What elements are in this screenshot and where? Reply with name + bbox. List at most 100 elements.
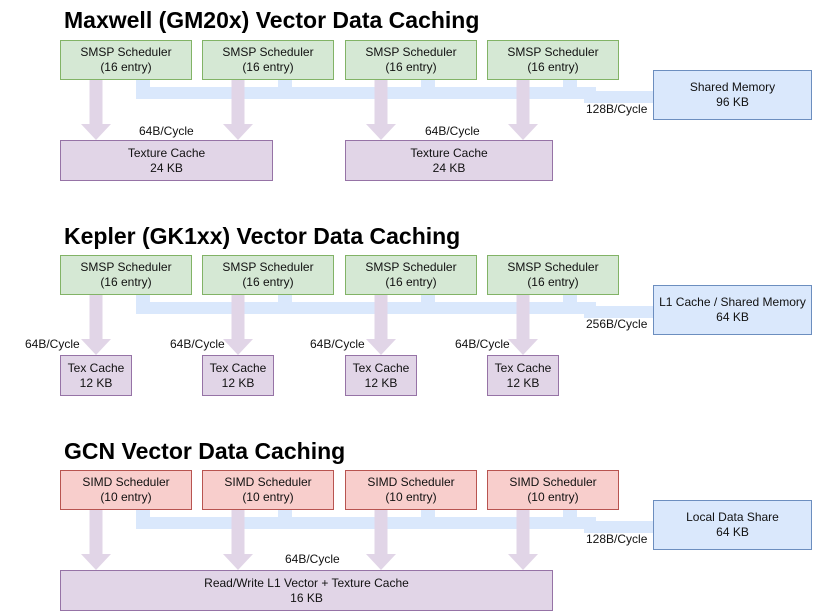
gcn-bus bbox=[136, 517, 588, 529]
scheduler-detail: (16 entry) bbox=[242, 60, 294, 74]
memory-label: L1 Cache / Shared Memory bbox=[659, 295, 806, 309]
gcn-l1-vector-texture-cache: Read/Write L1 Vector + Texture Cache 16 … bbox=[60, 570, 553, 611]
maxwell-bus-elbow bbox=[584, 87, 596, 103]
maxwell-cache-arrow-4 bbox=[508, 80, 538, 140]
scheduler-label: SMSP Scheduler bbox=[222, 45, 314, 59]
kepler-bus-elbow bbox=[584, 302, 596, 318]
memory-label: Local Data Share bbox=[686, 510, 779, 524]
kepler-cache-arrow-4 bbox=[508, 295, 538, 355]
cache-size: 24 KB bbox=[150, 160, 183, 175]
maxwell-scheduler-2: SMSP Scheduler (16 entry) bbox=[202, 40, 334, 80]
maxwell-scheduler-4: SMSP Scheduler (16 entry) bbox=[487, 40, 619, 80]
kepler-scheduler-3: SMSP Scheduler (16 entry) bbox=[345, 255, 477, 295]
scheduler-detail: (16 entry) bbox=[100, 275, 152, 289]
cache-size: 12 KB bbox=[221, 375, 255, 390]
gcn-cache-arrow-2 bbox=[223, 510, 253, 570]
memory-size: 96 KB bbox=[716, 95, 749, 109]
scheduler-detail: (16 entry) bbox=[527, 60, 579, 74]
gcn-local-data-share: Local Data Share 64 KB bbox=[653, 500, 812, 550]
cache-size: 24 KB bbox=[432, 160, 466, 175]
scheduler-detail: (10 entry) bbox=[242, 490, 294, 504]
maxwell-cache-arrow-3 bbox=[366, 80, 396, 140]
scheduler-label: SIMD Scheduler bbox=[82, 475, 170, 489]
maxwell-cache-bandwidth-2: 64B/Cycle bbox=[425, 124, 480, 138]
maxwell-memory-link bbox=[588, 91, 653, 103]
scheduler-label: SMSP Scheduler bbox=[507, 45, 599, 59]
kepler-cache-arrow-1 bbox=[81, 295, 111, 355]
scheduler-detail: (10 entry) bbox=[527, 490, 579, 504]
cache-label: Texture Cache bbox=[127, 145, 206, 160]
cache-size: 12 KB bbox=[506, 375, 540, 390]
maxwell-scheduler-1: SMSP Scheduler (16 entry) bbox=[60, 40, 192, 80]
scheduler-label: SMSP Scheduler bbox=[80, 45, 172, 59]
gcn-memory-bandwidth: 128B/Cycle bbox=[586, 532, 648, 546]
kepler-cache-arrow-3 bbox=[366, 295, 396, 355]
cache-label: Tex Cache bbox=[494, 360, 552, 375]
maxwell-cache-arrow-1 bbox=[81, 80, 111, 140]
kepler-memory-link bbox=[588, 306, 653, 318]
maxwell-title: Maxwell (GM20x) Vector Data Caching bbox=[64, 7, 480, 33]
gcn-scheduler-1: SIMD Scheduler (10 entry) bbox=[60, 470, 192, 510]
scheduler-label: SIMD Scheduler bbox=[367, 475, 455, 489]
kepler-memory-bandwidth: 256B/Cycle bbox=[586, 317, 648, 331]
kepler-cache-bandwidth-4: 64B/Cycle bbox=[455, 337, 510, 351]
scheduler-label: SMSP Scheduler bbox=[507, 260, 599, 274]
kepler-bus bbox=[136, 302, 588, 314]
scheduler-detail: (10 entry) bbox=[385, 490, 437, 504]
cache-label: Tex Cache bbox=[67, 360, 125, 375]
maxwell-texture-cache-2: Texture Cache 24 KB bbox=[345, 140, 553, 181]
scheduler-label: SMSP Scheduler bbox=[222, 260, 314, 274]
scheduler-detail: (16 entry) bbox=[527, 275, 579, 289]
cache-size: 16 KB bbox=[290, 590, 323, 605]
kepler-scheduler-1: SMSP Scheduler (16 entry) bbox=[60, 255, 192, 295]
kepler-l1-shared-memory: L1 Cache / Shared Memory 64 KB bbox=[653, 285, 812, 335]
maxwell-cache-arrow-2 bbox=[223, 80, 253, 140]
memory-label: Shared Memory bbox=[689, 80, 776, 94]
kepler-cache-bandwidth-3: 64B/Cycle bbox=[310, 337, 365, 351]
scheduler-detail: (10 entry) bbox=[100, 490, 152, 504]
scheduler-detail: (16 entry) bbox=[385, 275, 437, 289]
scheduler-label: SMSP Scheduler bbox=[365, 45, 457, 59]
cache-size: 12 KB bbox=[79, 375, 113, 390]
gcn-scheduler-3: SIMD Scheduler (10 entry) bbox=[345, 470, 477, 510]
kepler-tex-cache-1: Tex Cache 12 KB bbox=[60, 355, 132, 396]
gcn-scheduler-2: SIMD Scheduler (10 entry) bbox=[202, 470, 334, 510]
cache-label: Read/Write L1 Vector + Texture Cache bbox=[204, 575, 409, 590]
gcn-cache-arrow-3 bbox=[366, 510, 396, 570]
gcn-cache-arrow-1 bbox=[81, 510, 111, 570]
scheduler-detail: (16 entry) bbox=[385, 60, 437, 74]
kepler-scheduler-4: SMSP Scheduler (16 entry) bbox=[487, 255, 619, 295]
gcn-memory-link bbox=[588, 521, 653, 533]
gcn-cache-bandwidth: 64B/Cycle bbox=[285, 552, 340, 566]
gcn-cache-arrow-4 bbox=[508, 510, 538, 570]
cache-size: 12 KB bbox=[364, 375, 398, 390]
scheduler-label: SIMD Scheduler bbox=[224, 475, 312, 489]
memory-size: 64 KB bbox=[716, 310, 749, 324]
cache-label: Tex Cache bbox=[209, 360, 267, 375]
kepler-tex-cache-2: Tex Cache 12 KB bbox=[202, 355, 274, 396]
maxwell-texture-cache-1: Texture Cache 24 KB bbox=[60, 140, 273, 181]
kepler-tex-cache-3: Tex Cache 12 KB bbox=[345, 355, 417, 396]
maxwell-shared-memory: Shared Memory 96 KB bbox=[653, 70, 812, 120]
cache-label: Texture Cache bbox=[410, 145, 488, 160]
gcn-bus-elbow bbox=[584, 517, 596, 533]
kepler-scheduler-2: SMSP Scheduler (16 entry) bbox=[202, 255, 334, 295]
kepler-cache-bandwidth-2: 64B/Cycle bbox=[170, 337, 225, 351]
kepler-title: Kepler (GK1xx) Vector Data Caching bbox=[64, 223, 461, 249]
memory-size: 64 KB bbox=[716, 525, 749, 539]
maxwell-cache-bandwidth-1: 64B/Cycle bbox=[139, 124, 194, 138]
scheduler-detail: (16 entry) bbox=[100, 60, 152, 74]
scheduler-detail: (16 entry) bbox=[242, 275, 294, 289]
gcn-title: GCN Vector Data Caching bbox=[64, 438, 346, 464]
gcn-scheduler-4: SIMD Scheduler (10 entry) bbox=[487, 470, 619, 510]
maxwell-memory-bandwidth: 128B/Cycle bbox=[586, 102, 648, 116]
kepler-tex-cache-4: Tex Cache 12 KB bbox=[487, 355, 559, 396]
scheduler-label: SIMD Scheduler bbox=[509, 475, 597, 489]
maxwell-bus bbox=[136, 87, 588, 99]
maxwell-scheduler-3: SMSP Scheduler (16 entry) bbox=[345, 40, 477, 80]
kepler-cache-arrow-2 bbox=[223, 295, 253, 355]
kepler-cache-bandwidth-1: 64B/Cycle bbox=[25, 337, 80, 351]
cache-label: Tex Cache bbox=[352, 360, 410, 375]
scheduler-label: SMSP Scheduler bbox=[365, 260, 457, 274]
